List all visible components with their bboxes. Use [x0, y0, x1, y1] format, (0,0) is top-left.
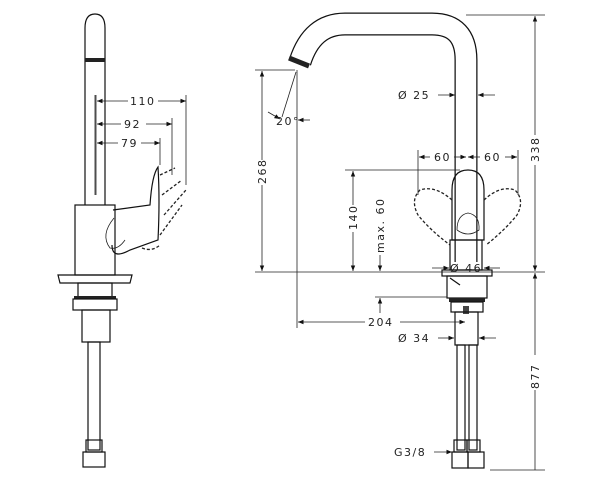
side-hose: [87, 341, 101, 451]
side-view: 110 92 79: [57, 13, 187, 468]
dim-110-label: 110: [130, 95, 156, 108]
dim-diameter-25-label: Ø 25: [398, 89, 430, 102]
dim-max-60-label: max. 60: [374, 198, 387, 253]
dim-79-label: 79: [121, 137, 138, 150]
side-lever-handle: [111, 165, 160, 255]
side-base-plate: [57, 274, 133, 284]
dim-92-label: 92: [124, 118, 141, 131]
front-fitting-right: [467, 451, 485, 469]
dim-877-label: 877: [529, 364, 542, 390]
side-body: [74, 204, 116, 276]
dim-338-label: 338: [529, 137, 542, 163]
side-aerator-ring: [85, 58, 105, 62]
front-hose-left: [456, 344, 466, 451]
side-hose-fitting: [82, 451, 106, 468]
side-spout-tube: [84, 13, 106, 205]
side-mount-cylinder: [81, 309, 111, 343]
dim-thread-label: G3/8: [394, 446, 426, 459]
dim-left-60-label: 60: [434, 151, 451, 164]
front-fitting-left: [451, 451, 469, 469]
dim-diameter-34-label: Ø 34: [398, 332, 430, 345]
front-mount-cylinder: [454, 311, 479, 346]
front-lever-handle: [451, 169, 485, 241]
dim-right-60-label: 60: [484, 151, 501, 164]
front-view: 268 20° Ø 25 60 60 338 877 140 max. 60: [255, 12, 545, 471]
dim-angle-20-label: 20°: [276, 115, 300, 128]
dim-268-label: 268: [256, 159, 269, 185]
dim-140-label: 140: [347, 205, 360, 231]
dim-204-label: 204: [368, 316, 394, 329]
dim-diameter-46-label: Ø 46: [450, 262, 482, 275]
front-hose-right: [468, 344, 478, 451]
